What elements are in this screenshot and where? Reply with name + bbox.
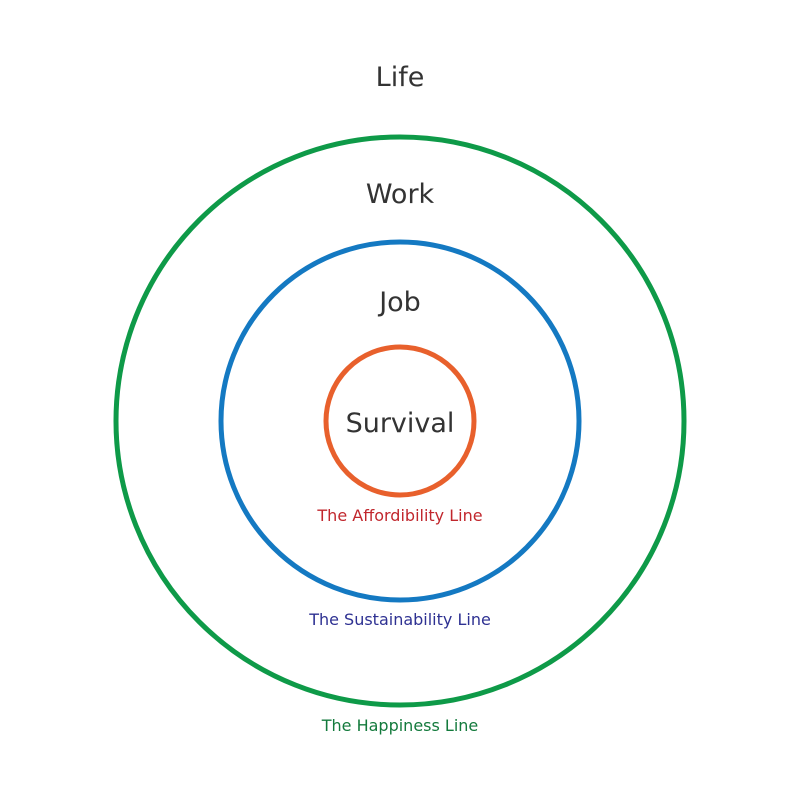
happiness-line-label: The Happiness Line	[321, 716, 479, 735]
happiness-ring	[113, 134, 687, 708]
affordability-ring	[323, 344, 477, 498]
work-label: Work	[366, 179, 435, 210]
affordability-line-label: The Affordibility Line	[316, 506, 482, 525]
job-label: Job	[377, 287, 421, 318]
life-label: Life	[376, 62, 425, 93]
sustainability-ring	[218, 239, 582, 603]
sustainability-line-label: The Sustainability Line	[308, 610, 491, 629]
survival-label: Survival	[346, 408, 455, 439]
